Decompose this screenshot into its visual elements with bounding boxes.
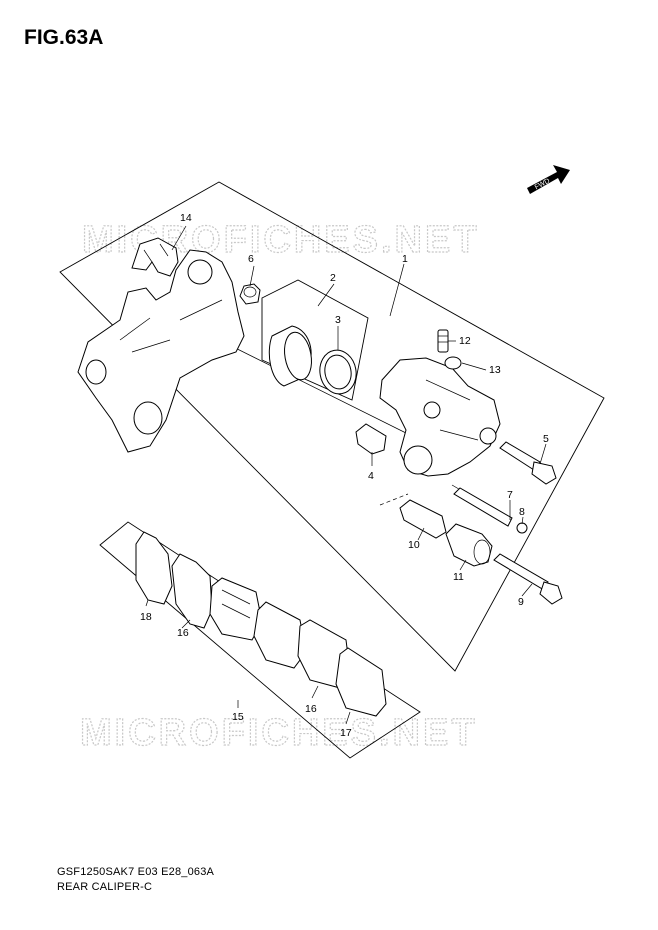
slide-pin-part — [453, 487, 513, 527]
callout-5: 5 — [543, 433, 549, 445]
callout-2: 2 — [330, 272, 336, 284]
pad-retainer-part — [355, 423, 387, 455]
callout-13: 13 — [489, 364, 501, 376]
brake-pad-left-part — [135, 531, 213, 629]
fwd-arrow-icon: FWD — [527, 165, 570, 194]
footer-diagram-code: GSF1250SAK7 E03 E28_063A — [57, 866, 215, 878]
callout-10: 10 — [408, 539, 420, 551]
callout-18: 18 — [140, 611, 152, 623]
callout-8: 8 — [519, 506, 525, 518]
callout-9: 9 — [518, 596, 524, 608]
callout-4: 4 — [368, 470, 374, 482]
footer-diagram-name: REAR CALIPER-C — [57, 881, 153, 893]
callout-12: 12 — [459, 335, 471, 347]
callout-7: 7 — [507, 489, 513, 501]
piston-kit-outline — [261, 279, 369, 401]
callout-14: 14 — [180, 212, 192, 224]
figure-title: FIG.63A — [24, 26, 104, 49]
piston-and-seal-part — [268, 325, 357, 395]
callout-6: 6 — [248, 253, 254, 265]
callout-1: 1 — [402, 253, 408, 265]
mounting-bolt-part — [493, 553, 563, 605]
pad-spring-clip-part — [131, 237, 179, 277]
slide-boot-part — [445, 523, 493, 567]
brake-pad-center-part — [209, 577, 263, 641]
callout-16-lower: 16 — [305, 703, 317, 715]
pad-pin-part — [499, 441, 557, 485]
callout-3: 3 — [335, 314, 341, 326]
fwd-label: FWD — [534, 178, 551, 192]
brake-pad-right-part — [253, 601, 387, 717]
caliper-assembly-outline — [59, 181, 605, 672]
sleeve-part — [399, 499, 447, 539]
caliper-bracket-part — [77, 249, 245, 453]
caliper-body-part — [379, 357, 501, 477]
callout-16-upper: 16 — [177, 627, 189, 639]
leader-lines — [145, 225, 547, 725]
plug-part — [516, 522, 528, 534]
rubber-boot-part — [239, 283, 261, 305]
alignment-line-lower — [379, 493, 409, 506]
callout-15: 15 — [232, 711, 244, 723]
callout-11: 11 — [453, 571, 464, 583]
pad-set-outline — [99, 521, 421, 759]
bleeder-cap-part — [444, 356, 462, 370]
callout-17: 17 — [340, 727, 352, 739]
watermark-bottom: MICROFICHES.NET — [80, 712, 478, 754]
bleeder-valve-part — [437, 329, 449, 353]
